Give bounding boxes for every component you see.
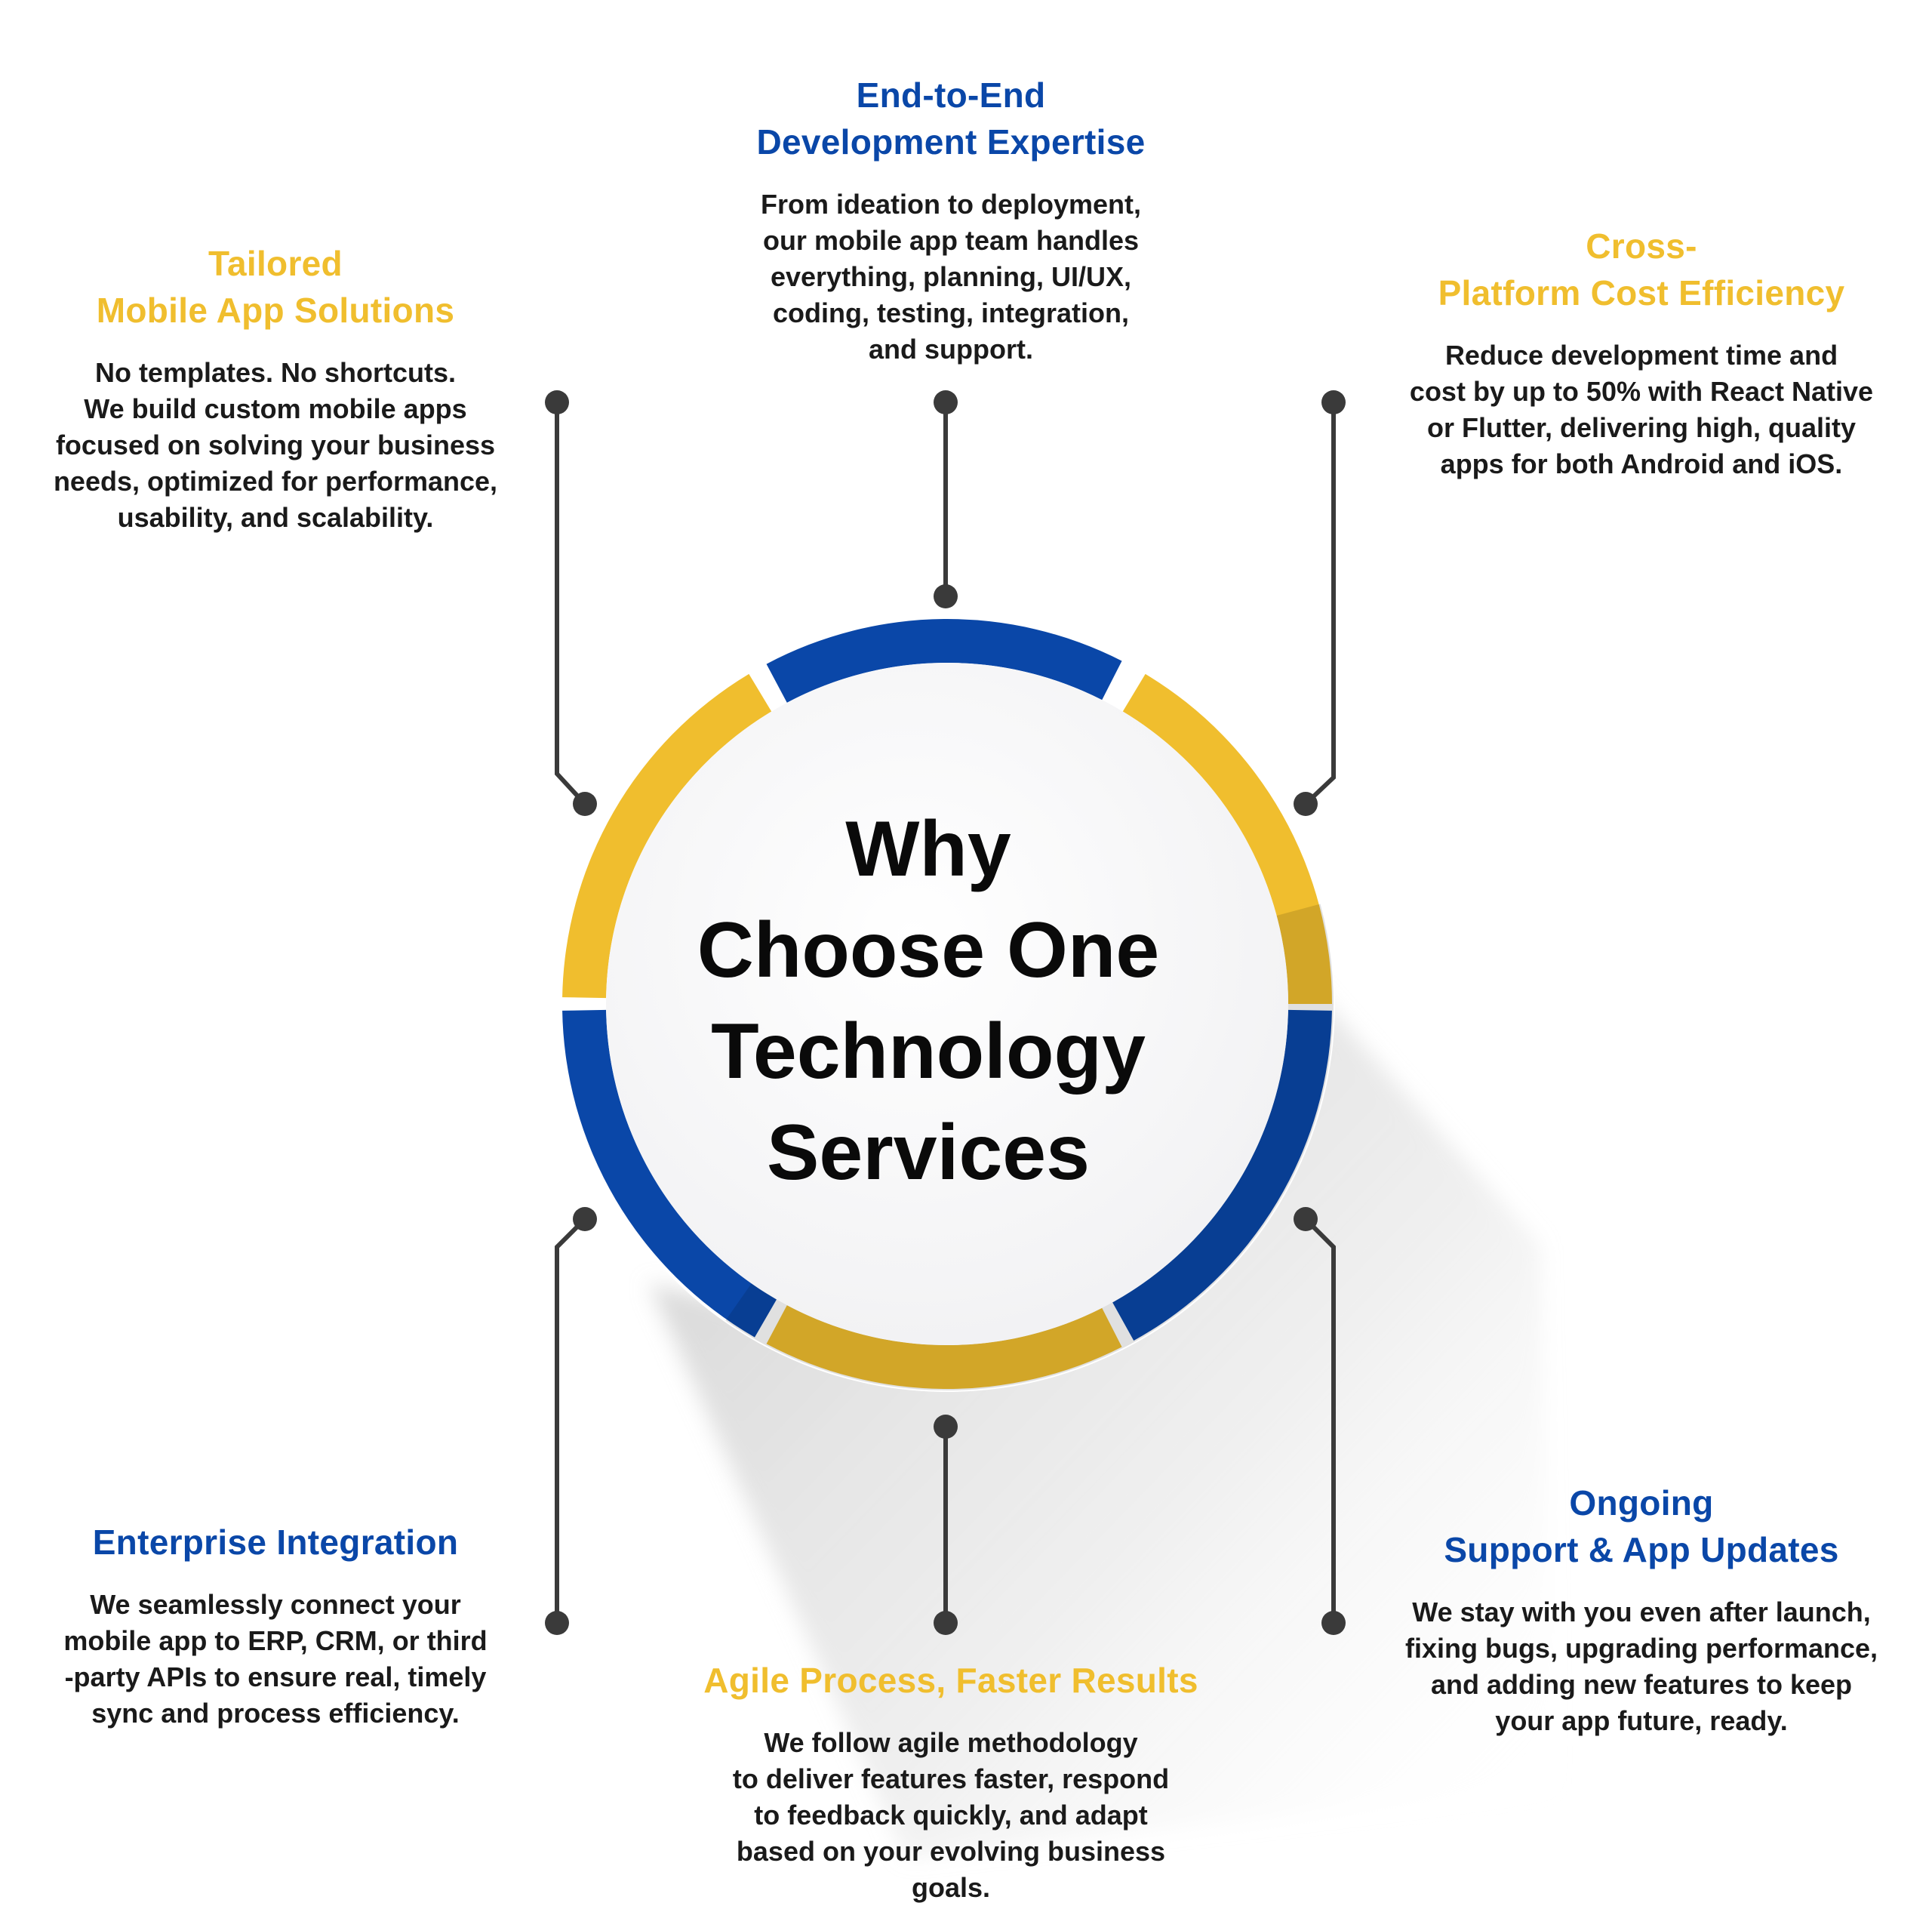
connector-dot [934,1415,958,1439]
connector-cross-platform [1303,402,1336,806]
connector-dot [545,390,569,414]
feature-description-line: based on your evolving business [736,1836,1166,1867]
feature-description-line: goals. [911,1872,991,1903]
feature-description-line: everything, planning, UI/UX, [770,261,1132,292]
feature-description: Reduce development time and cost by up t… [1366,337,1917,482]
ring-segment-tailored [562,673,772,999]
connector-dot [573,792,597,816]
feature-description-line: We follow agile methodology [764,1727,1138,1758]
connector-dot [1294,1207,1318,1231]
feature-description: From ideation to deployment, our mobile … [691,186,1211,368]
feature-end-to-end: End-to-End Development Expertise From id… [691,72,1211,368]
feature-description-line: or Flutter, delivering high, quality [1426,412,1857,443]
feature-title-line: Cross- [1586,226,1697,266]
feature-description-line: -party APIs to ensure real, timely [64,1661,487,1692]
ring-shade [725,904,1334,1391]
center-title-line: Why [845,805,1011,893]
feature-description-line: sync and process efficiency. [91,1698,460,1729]
feature-title-line: Tailored [208,244,343,283]
feature-support: Ongoing Support & App Updates We stay wi… [1366,1480,1917,1739]
feature-description: We stay with you even after launch, fixi… [1366,1594,1917,1739]
feature-agile: Agile Process, Faster Results We follow … [664,1657,1238,1906]
connector-dot [934,390,958,414]
feature-description-line: focused on solving your business [55,430,496,460]
ring-segment-support [1112,1009,1332,1341]
ring-segment-agile [766,1305,1122,1389]
feature-description-line: fixing bugs, upgrading performance, [1404,1633,1878,1664]
feature-title-line: Enterprise Integration [92,1523,459,1562]
feature-title: Agile Process, Faster Results [664,1657,1238,1704]
connector-tailored [555,402,587,806]
connector-dot [1321,1611,1346,1635]
feature-description-line: We build custom mobile apps [84,393,467,424]
feature-description-line: mobile app to ERP, CRM, or third [63,1625,488,1656]
feature-title: Ongoing Support & App Updates [1366,1480,1917,1573]
feature-title-line: Platform Cost Efficiency [1438,273,1845,313]
feature-description-line: coding, testing, integration, [773,297,1129,328]
center-title-line: Services [767,1109,1090,1196]
center-disc [606,663,1288,1345]
feature-description-line: and adding new features to keep [1430,1669,1853,1700]
ring-segment-enterprise [562,1009,777,1338]
connector-dot [1294,792,1318,816]
ring-segment-cross-platform [1122,673,1332,1004]
feature-title-line: Ongoing [1569,1483,1714,1523]
feature-description: We follow agile methodology to deliver f… [664,1725,1238,1906]
feature-title: Tailored Mobile App Solutions [15,240,536,334]
feature-description-line: Reduce development time and [1444,340,1838,371]
feature-description-line: From ideation to deployment, [760,189,1142,220]
feature-description-line: to feedback quickly, and adapt [754,1800,1148,1831]
connector-support [1303,1217,1336,1623]
feature-description-line: cost by up to 50% with React Native [1409,376,1874,407]
center-title-line: Choose One [697,907,1160,994]
feature-title-line: Agile Process, Faster Results [703,1661,1198,1700]
feature-description-line: needs, optimized for performance, [53,466,498,497]
feature-description: We seamlessly connect your mobile app to… [15,1587,536,1732]
connector-dot [1321,390,1346,414]
center-title: Why Choose One Technology Services [619,799,1238,1203]
feature-title-line: Support & App Updates [1444,1530,1839,1569]
feature-description: No templates. No shortcuts. We build cus… [15,355,536,536]
connector-dot [573,1207,597,1231]
feature-title-line: Mobile App Solutions [96,291,455,330]
feature-tailored: Tailored Mobile App Solutions No templat… [15,240,536,536]
feature-description-line: usability, and scalability. [117,502,434,533]
feature-description-line: and support. [869,334,1033,365]
feature-description-line: apps for both Android and iOS. [1440,448,1843,479]
feature-description-line: our mobile app team handles [762,225,1140,256]
connector-dot [545,1611,569,1635]
feature-description-line: No templates. No shortcuts. [94,357,457,388]
feature-description-line: to deliver features faster, respond [732,1763,1170,1794]
feature-title-line: End-to-End [856,75,1046,115]
feature-title: Cross- Platform Cost Efficiency [1366,223,1917,316]
feature-title-line: Development Expertise [756,122,1146,162]
feature-cross-platform: Cross- Platform Cost Efficiency Reduce d… [1366,223,1917,482]
feature-title: Enterprise Integration [15,1519,536,1566]
feature-description-line: We seamlessly connect your [90,1589,461,1620]
center-title-line: Technology [711,1008,1146,1095]
connector-dot [934,584,958,608]
feature-enterprise: Enterprise Integration We seamlessly con… [15,1519,536,1732]
feature-description-line: We stay with you even after launch, [1412,1597,1871,1627]
connector-enterprise [555,1217,587,1623]
feature-title: End-to-End Development Expertise [691,72,1211,165]
feature-description-line: your app future, ready. [1495,1705,1788,1736]
connector-dot [934,1611,958,1635]
ring-segment-end-to-end [766,619,1122,703]
